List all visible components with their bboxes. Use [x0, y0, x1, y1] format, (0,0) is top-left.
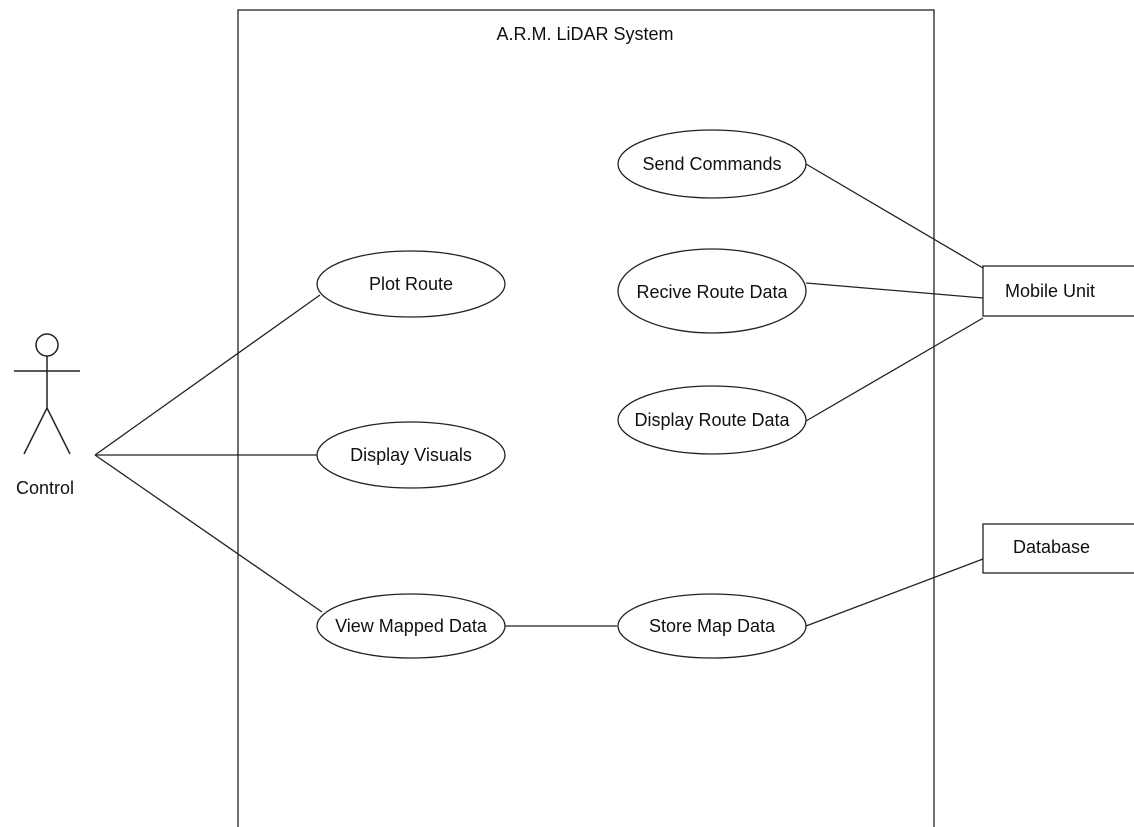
association-control-plot-route: [94, 294, 321, 456]
use-case-ellipse: [617, 248, 807, 334]
mobile-unit-label: Mobile Unit: [1005, 281, 1095, 301]
use-case-label: Plot Route: [369, 274, 453, 294]
use-case-display-route-data: Display Route Data: [617, 385, 807, 455]
associations: [94, 163, 984, 627]
actor-right-leg: [46, 407, 71, 455]
actor-control: [14, 333, 80, 455]
use-case-plot-route: Plot Route: [316, 250, 506, 318]
database-label: Database: [1013, 537, 1090, 557]
association-send-commands-to-mobile-unit: [805, 163, 984, 269]
association-recive-route-to-mobile-unit: [805, 282, 984, 299]
association-display-route-to-mobile-unit: [805, 317, 984, 422]
association-store-map-to-database: [805, 558, 984, 627]
use-case-label: View Mapped Data: [335, 616, 488, 636]
system-boundary: [237, 9, 935, 827]
association-control-view-mapped-data: [94, 454, 323, 613]
use-case-label: Display Route Data: [634, 410, 790, 430]
use-case-send-commands: Send Commands: [617, 129, 807, 199]
use-case-recive-route-data: Recive Route Data: [617, 248, 807, 334]
use-case-ellipse: [617, 593, 807, 659]
system-title: A.R.M. LiDAR System: [496, 24, 673, 44]
actor-head: [35, 333, 59, 357]
use-case-label: Display Visuals: [350, 445, 472, 465]
actor-left-leg: [23, 407, 48, 455]
use-case-ellipse: [316, 250, 506, 318]
actor-control-label: Control: [16, 478, 74, 498]
database-box: [982, 523, 1134, 574]
use-case-ellipse: [617, 129, 807, 199]
use-case-store-map-data: Store Map Data: [617, 593, 807, 659]
use-case-view-mapped-data: View Mapped Data: [316, 593, 506, 659]
use-case-ellipse: [316, 593, 506, 659]
use-case-ellipse: [617, 385, 807, 455]
use-case-display-visuals: Display Visuals: [316, 421, 506, 489]
mobile-unit-box: [982, 265, 1134, 317]
external-system-database: Database: [982, 523, 1134, 574]
use-case-label: Store Map Data: [649, 616, 776, 636]
use-case-label: Send Commands: [642, 154, 781, 174]
external-system-mobile-unit: Mobile Unit: [982, 265, 1134, 317]
use-case-ellipse: [316, 421, 506, 489]
use-case-label: Recive Route Data: [636, 282, 788, 302]
